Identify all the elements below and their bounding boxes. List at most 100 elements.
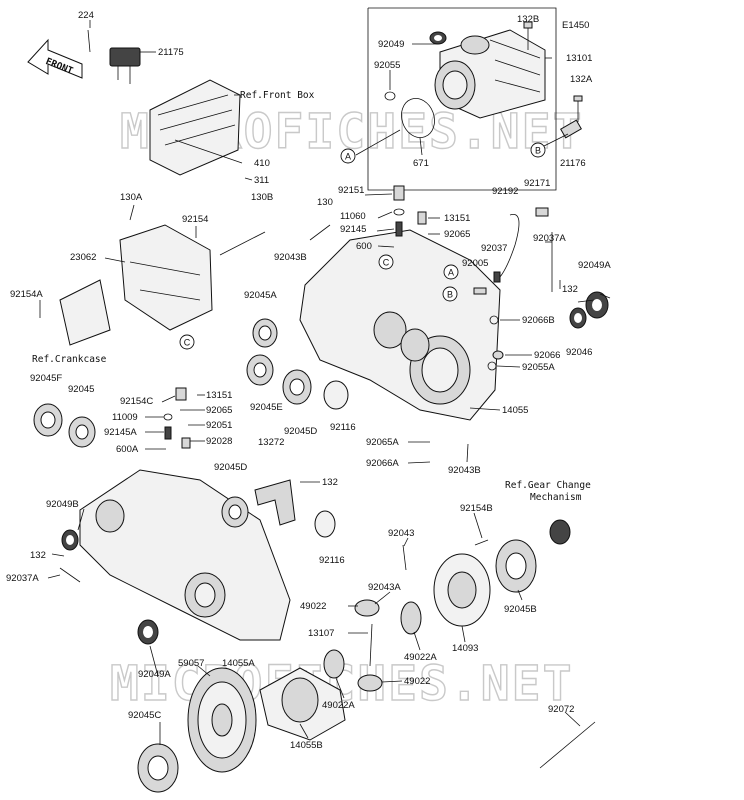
bearing-92045d bbox=[282, 369, 312, 405]
callout-c-bracket: C bbox=[179, 334, 195, 350]
svg-text:A: A bbox=[448, 268, 454, 278]
hose-92192 bbox=[494, 213, 520, 283]
label-311: 311 bbox=[254, 175, 269, 186]
label-92028: 92028 bbox=[206, 436, 232, 447]
pin-92028 bbox=[181, 437, 191, 449]
label-14055a: 14055A bbox=[222, 658, 255, 669]
label-600: 600 bbox=[356, 241, 372, 252]
bracket-23062 bbox=[119, 224, 213, 331]
label-92049a-bottom: 92049A bbox=[138, 669, 171, 680]
sensor-21175 bbox=[109, 47, 141, 84]
bearing-92049a bbox=[585, 291, 609, 319]
collar-92116-mid bbox=[314, 510, 336, 538]
collar-92116 bbox=[323, 380, 349, 410]
cover-14093 bbox=[433, 553, 491, 627]
label-59057: 59057 bbox=[178, 658, 204, 669]
label-92154a: 92154A bbox=[10, 289, 43, 300]
label-13107: 13107 bbox=[308, 628, 334, 639]
label-92045a: 92045A bbox=[244, 290, 277, 301]
label-14093: 14093 bbox=[452, 643, 478, 654]
label-11009: 11009 bbox=[112, 412, 138, 423]
switch-13151-top bbox=[417, 211, 427, 225]
front-box-assembly bbox=[149, 79, 241, 176]
leader-lines bbox=[39, 20, 611, 745]
label-92192: 92192 bbox=[492, 186, 518, 197]
label-92065-top: 92065 bbox=[444, 229, 470, 240]
callout-b-fitting: B bbox=[530, 142, 546, 158]
label-13272: 13272 bbox=[258, 437, 284, 448]
ref-front-box: Ref.Front Box bbox=[240, 90, 315, 101]
label-92005: 92005 bbox=[462, 258, 488, 269]
spring-92145 bbox=[395, 221, 403, 237]
svg-text:B: B bbox=[535, 146, 541, 156]
bearing-92045a bbox=[252, 318, 278, 348]
label-92049a: 92049A bbox=[578, 260, 611, 271]
label-92037a-top: 92037A bbox=[533, 233, 566, 244]
part-labels: 224 21175 410 311 132B E1450 92049 13101… bbox=[6, 10, 611, 751]
plug-92151 bbox=[393, 185, 405, 201]
svg-text:C: C bbox=[383, 258, 390, 268]
gear-49022-bottom bbox=[357, 674, 383, 692]
seal-92049a-bottom bbox=[137, 619, 159, 645]
plug-92154c bbox=[175, 387, 187, 401]
svg-text:C: C bbox=[184, 338, 191, 348]
washer-11060 bbox=[393, 208, 405, 216]
label-13101: 13101 bbox=[566, 53, 592, 64]
label-92043: 92043 bbox=[388, 528, 414, 539]
bolt-132a bbox=[573, 95, 583, 122]
gear-49022a-bottom bbox=[323, 649, 345, 679]
pin-92043 bbox=[402, 544, 407, 571]
gear-49022a-top bbox=[400, 601, 422, 635]
ref-crankcase: Ref.Crankcase bbox=[32, 354, 107, 365]
label-92049: 92049 bbox=[378, 39, 404, 50]
label-92043a: 92043A bbox=[368, 582, 401, 593]
bearing-92045b bbox=[495, 539, 537, 593]
label-92045e: 92045E bbox=[250, 402, 283, 413]
gear-59057 bbox=[187, 667, 257, 773]
label-14055b: 14055B bbox=[290, 740, 323, 751]
label-130b: 130B bbox=[251, 192, 273, 203]
gear-49022-top bbox=[354, 599, 380, 617]
label-92171: 92171 bbox=[524, 178, 550, 189]
seal-92046 bbox=[569, 307, 587, 329]
label-132a: 132A bbox=[570, 74, 593, 85]
label-410: 410 bbox=[254, 158, 270, 169]
label-130: 130 bbox=[317, 197, 333, 208]
oring-92055 bbox=[384, 91, 396, 101]
label-49022-b: 49022 bbox=[404, 676, 430, 687]
label-13151-mid: 13151 bbox=[206, 390, 232, 401]
callout-c-case: C bbox=[378, 254, 394, 270]
ref-gear-change-1: Ref.Gear Change bbox=[505, 480, 591, 491]
tool-92072 bbox=[539, 721, 596, 769]
label-49022a-b: 49022A bbox=[322, 700, 355, 711]
label-92072: 92072 bbox=[548, 704, 574, 715]
label-92043b-bottom: 92043B bbox=[448, 465, 481, 476]
washer-11009 bbox=[163, 413, 173, 421]
bearing-92045f bbox=[33, 403, 63, 437]
label-132b: 132B bbox=[517, 14, 539, 25]
label-92154: 92154 bbox=[182, 214, 208, 225]
label-11060: 11060 bbox=[340, 211, 366, 222]
label-92037a-left: 92037A bbox=[6, 573, 39, 584]
bearing-92045e bbox=[246, 354, 274, 386]
label-49022a-a: 49022A bbox=[404, 652, 437, 663]
label-92066a: 92066A bbox=[366, 458, 399, 469]
label-224: 224 bbox=[78, 10, 94, 21]
bearing-92045d-mid bbox=[221, 496, 249, 528]
label-600a: 600A bbox=[116, 444, 139, 455]
label-92065-mid: 92065 bbox=[206, 405, 232, 416]
label-92045c: 92045C bbox=[128, 710, 161, 721]
fork-13272 bbox=[254, 479, 296, 526]
plug-92005 bbox=[473, 287, 487, 295]
label-92145a: 92145A bbox=[104, 427, 137, 438]
label-132-mid: 132 bbox=[322, 477, 338, 488]
starter-assembly-frame bbox=[367, 7, 557, 191]
callout-a-starter: A bbox=[340, 148, 356, 164]
pin-92037a-left bbox=[59, 567, 81, 583]
oring-92055a bbox=[487, 361, 497, 371]
screw-224 bbox=[87, 29, 91, 53]
label-21176: 21176 bbox=[560, 158, 586, 169]
seal-92049b bbox=[61, 529, 79, 551]
label-14055: 14055 bbox=[502, 405, 528, 416]
